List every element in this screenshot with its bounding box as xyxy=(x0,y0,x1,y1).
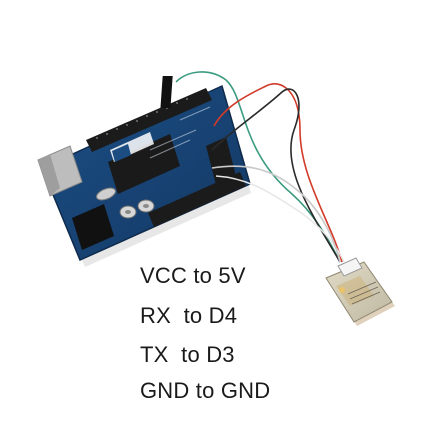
power-header xyxy=(148,172,246,227)
capacitors xyxy=(119,199,155,219)
jumper-wires xyxy=(175,71,345,263)
digital-header xyxy=(86,88,212,152)
microcontroller-chip xyxy=(108,134,180,194)
gps-connector xyxy=(337,257,363,277)
red-wire xyxy=(213,83,343,263)
power-jack xyxy=(72,204,114,250)
white-wire-2 xyxy=(211,165,341,263)
arduino-board xyxy=(37,76,251,267)
crystal xyxy=(96,187,116,201)
header-post xyxy=(160,76,173,108)
wiring-line-rx: RX to D4 xyxy=(140,303,238,328)
wiring-line-vcc: VCC to 5V xyxy=(140,263,246,288)
wiring-line-gnd: GND to GND xyxy=(140,378,271,403)
wiring-line-tx: TX to D3 xyxy=(140,342,235,367)
black-wire xyxy=(211,88,341,263)
gps-module xyxy=(325,257,395,326)
usb-connector xyxy=(37,145,83,197)
